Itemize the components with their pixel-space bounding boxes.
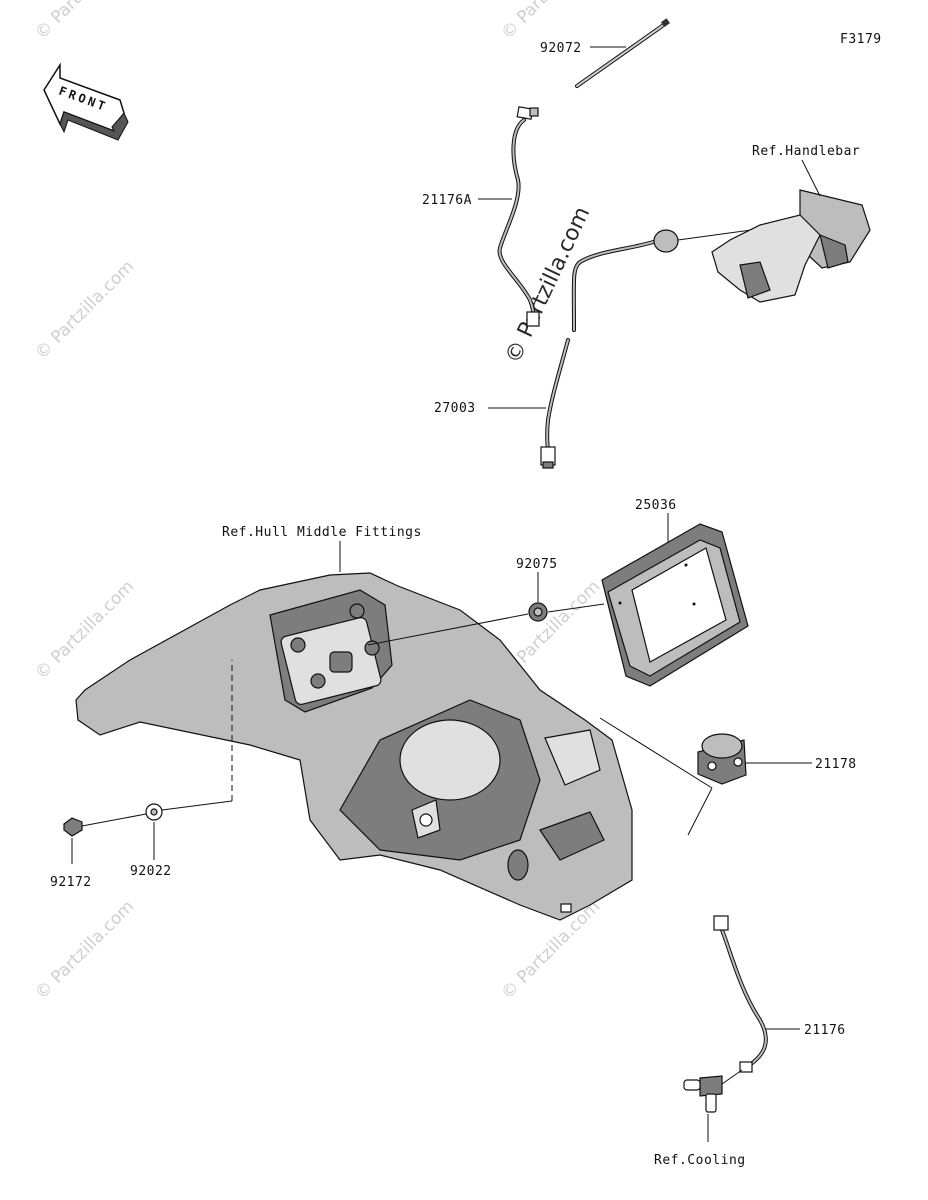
- label-92022: 92022: [130, 864, 172, 879]
- ref-cooling: Ref.Cooling: [654, 1153, 746, 1168]
- label-27003: 27003: [434, 401, 476, 416]
- lead-21176A: [478, 106, 540, 327]
- watermark-3: © Partzilla.com: [31, 257, 138, 364]
- label-92072: 92072: [540, 41, 582, 56]
- cooling-fitting: [683, 1069, 743, 1142]
- label-92075: 92075: [516, 557, 558, 572]
- lead-27003: [488, 338, 570, 469]
- label-21176A: 21176A: [422, 193, 472, 208]
- front-arrow-icon: FRONT: [43, 62, 129, 141]
- label-92172: 92172: [50, 875, 92, 890]
- cable-tie-92072: [575, 18, 670, 88]
- switch-21178: [599, 717, 812, 836]
- watermark-1: © Partzilla.com: [31, 0, 138, 44]
- lead-21176: [713, 915, 800, 1073]
- label-21176: 21176: [804, 1023, 846, 1038]
- handlebar-switch: [571, 159, 871, 332]
- figure-code: F3179: [840, 32, 882, 47]
- watermark-2: © Partzilla.com: [497, 0, 604, 44]
- ref-hull-middle: Ref.Hull Middle Fittings: [222, 525, 422, 540]
- watermark-6: © Partzilla.com: [31, 897, 138, 1004]
- meter-25036: [601, 513, 749, 687]
- bolt-92172: [63, 813, 147, 864]
- hull-middle-fitting: [75, 541, 633, 921]
- ref-handlebar: Ref.Handlebar: [752, 144, 860, 159]
- label-21178: 21178: [815, 757, 857, 772]
- label-25036: 25036: [635, 498, 677, 513]
- watermark-center: © Partzilla.com: [501, 203, 595, 367]
- washer-92022: [145, 660, 233, 860]
- grommet-92075: [367, 572, 605, 646]
